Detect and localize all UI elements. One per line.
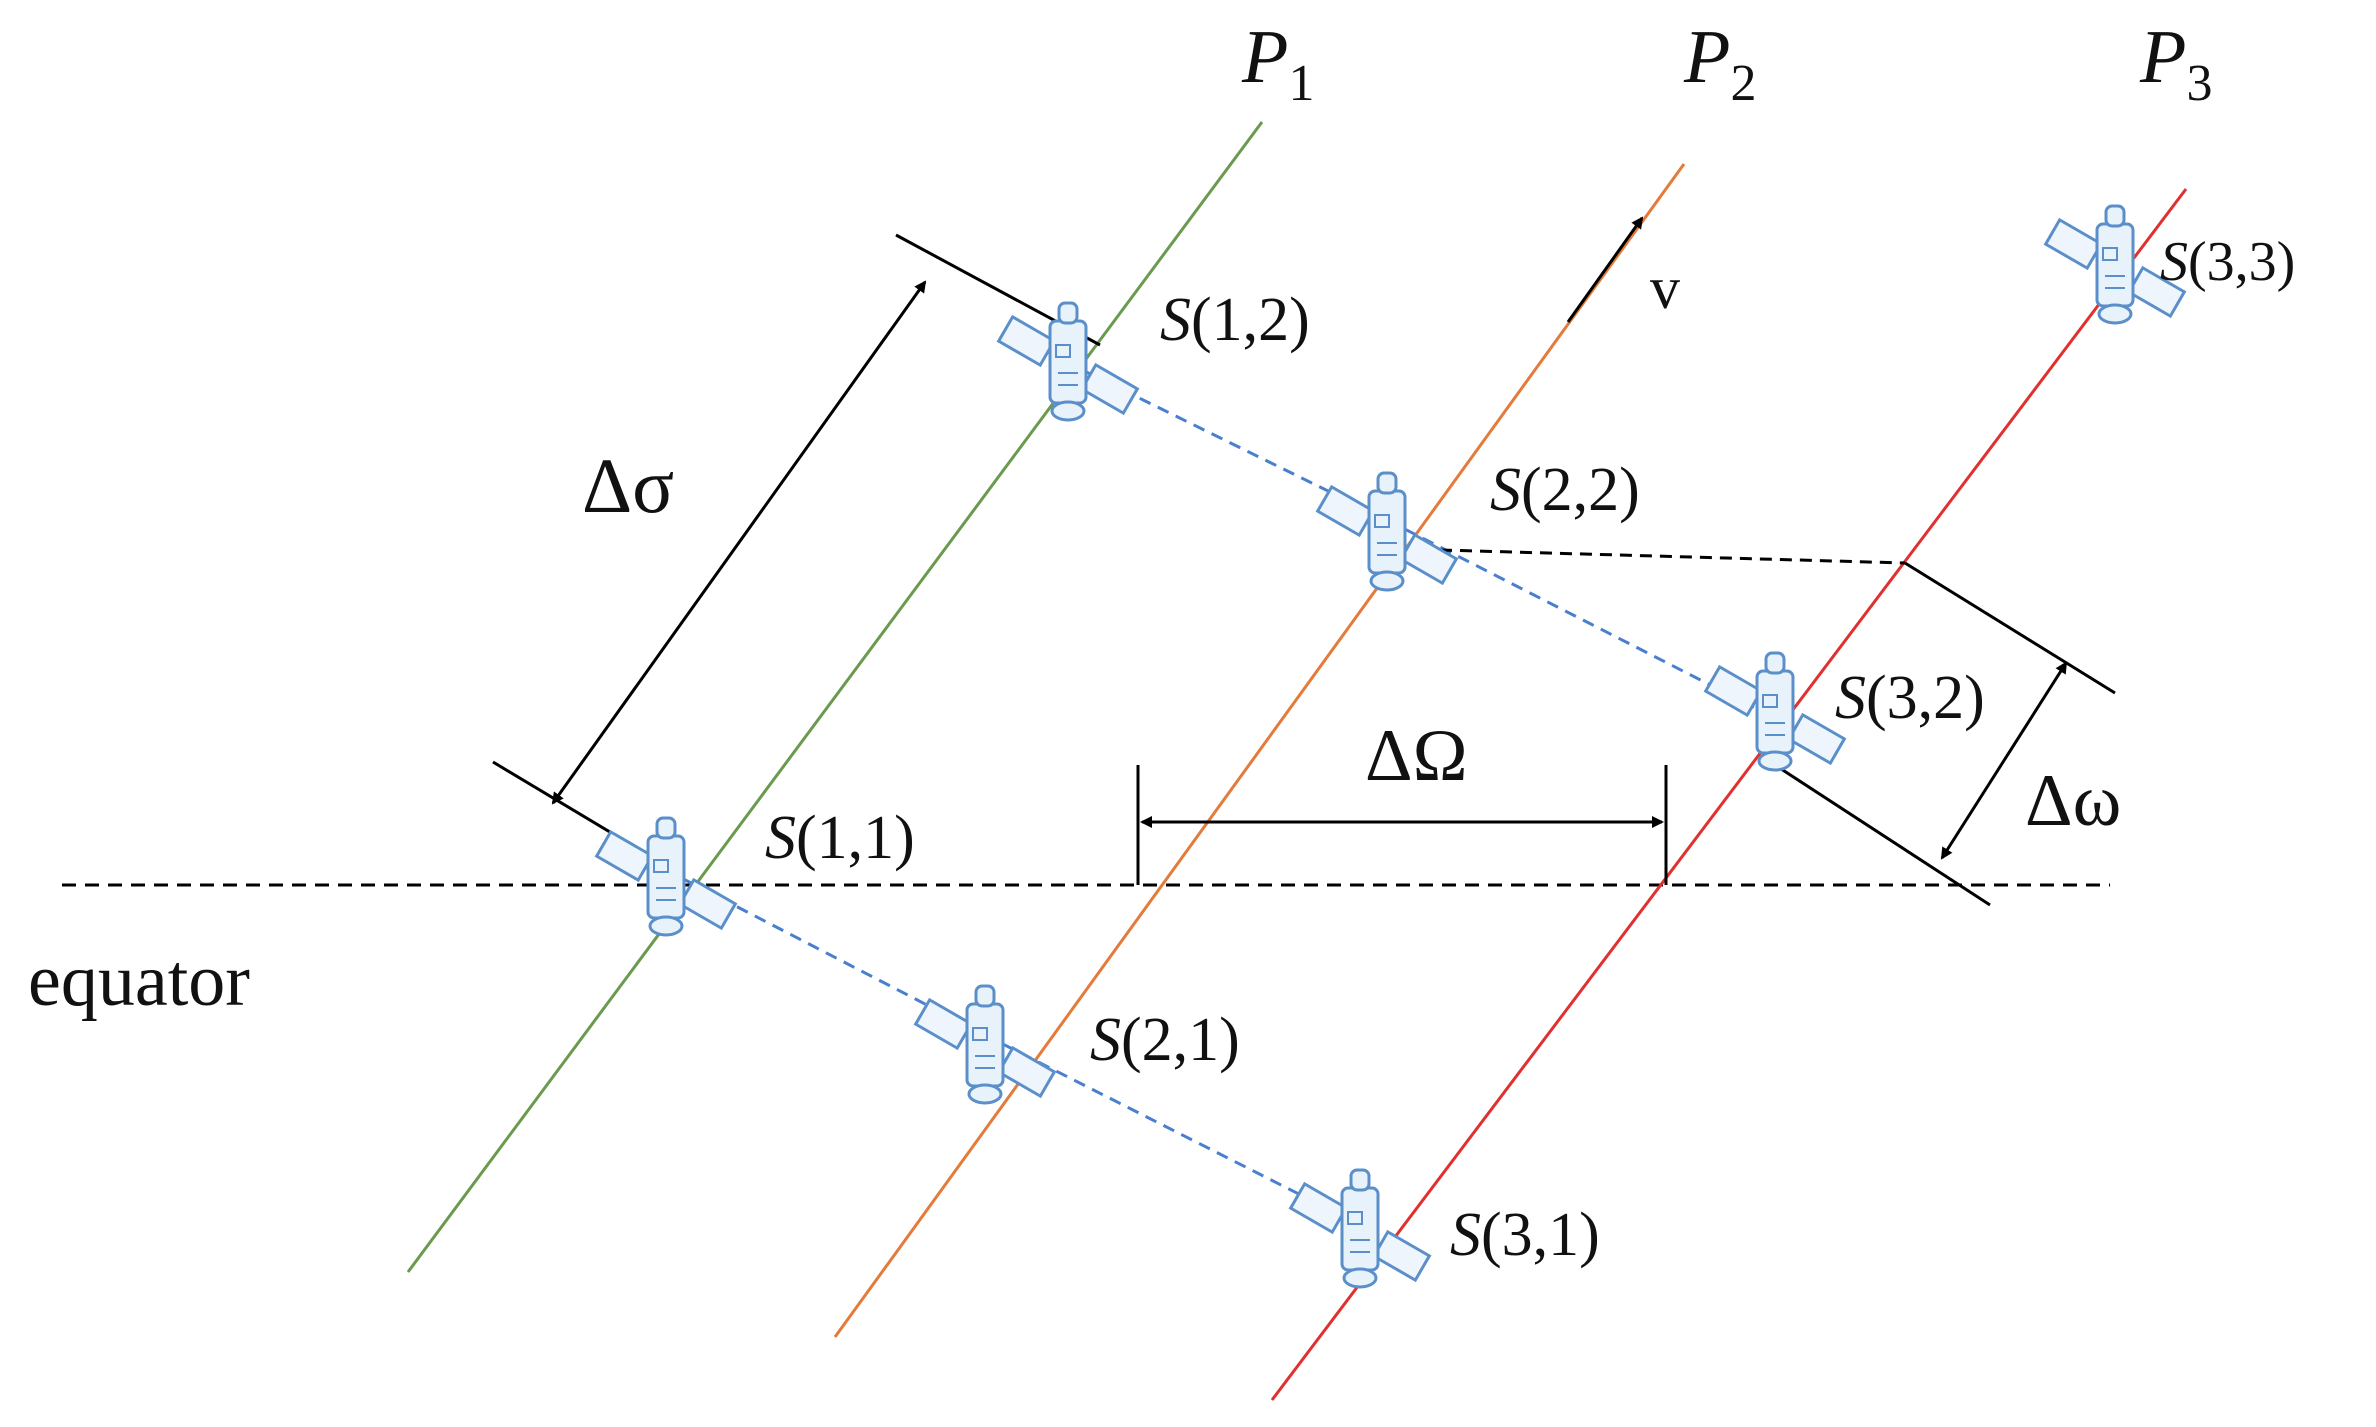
- satellite-s31-label: S(3,1): [1450, 1201, 1600, 1269]
- svg-text:P1: P1: [1241, 15, 1314, 112]
- satellite-s11-label: S(1,1): [765, 804, 915, 872]
- orbit-plane-p1-line: [406, 121, 1264, 1273]
- velocity-arrow: [1566, 216, 1644, 323]
- svg-text:P2: P2: [1683, 15, 1756, 112]
- satellite-s22-icon: [1316, 471, 1458, 592]
- delta-Omega-label: ΔΩ: [1365, 715, 1468, 797]
- satellite-s21-label: S(2,1): [1090, 1006, 1240, 1074]
- delta-omega-label: Δω: [2025, 760, 2121, 842]
- delta-omega-extension-bottom: [1774, 763, 1991, 907]
- plane-label-p2: P2: [1683, 15, 1756, 112]
- delta-omega-reference-dashed: [1439, 548, 1906, 565]
- satellite-s21-icon: [914, 984, 1056, 1105]
- delta-omega-arrow: [1940, 661, 2068, 860]
- satellite-s11-icon: [595, 816, 737, 937]
- satellite-s22-label: S(2,2): [1490, 456, 1640, 524]
- delta-omega-extension-top: [1904, 561, 2116, 695]
- plane-label-p1: P1: [1241, 15, 1314, 112]
- velocity-label: v: [1650, 255, 1680, 321]
- satellite-s12-icon: [997, 301, 1139, 422]
- orbit-plane-p3-line: [1270, 188, 2188, 1401]
- orbit-plane-p2-line: [833, 163, 1686, 1338]
- satellite-s12-label: S(1,2): [1160, 286, 1310, 354]
- satellite-s32-label: S(3,2): [1835, 664, 1985, 732]
- satellite-s31-icon: [1289, 1168, 1431, 1289]
- delta-sigma-arrow: [551, 280, 927, 805]
- plane-label-p3: P3: [2139, 15, 2212, 112]
- svg-text:P3: P3: [2139, 15, 2212, 112]
- equator-label: equator: [28, 940, 250, 1022]
- delta-sigma-label: Δσ: [582, 442, 674, 529]
- satellite-s33-label: S(3,3): [2160, 231, 2295, 293]
